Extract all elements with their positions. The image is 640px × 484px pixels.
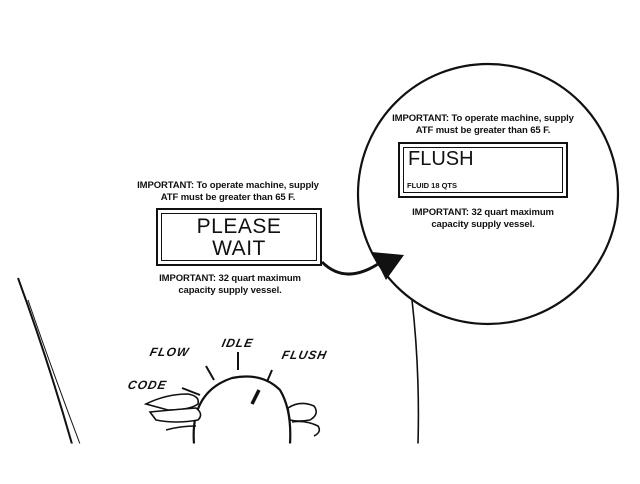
knob-label-flow[interactable]: FLOW xyxy=(148,345,191,359)
hand-left-finger-1 xyxy=(143,393,200,411)
zoom-display-sub: FLUID 18 QTS xyxy=(407,181,458,190)
left-important-top-note: IMPORTANT: To operate machine, supply AT… xyxy=(120,180,336,204)
zoom-display-title: FLUSH xyxy=(408,148,474,170)
zoom-important-top-note: IMPORTANT: To operate machine, supply AT… xyxy=(372,113,594,137)
left-important-top-line2: ATF must be greater than 65 F. xyxy=(160,192,296,203)
zoom-important-bottom-line1: IMPORTANT: 32 quart maximum xyxy=(412,207,554,218)
panel-left-edge-inner xyxy=(27,299,81,445)
hand-left-finger-3 xyxy=(165,425,197,431)
zoom-arrow-head xyxy=(372,252,404,280)
knob-pointer xyxy=(250,389,261,405)
zoom-important-top-line1: IMPORTANT: To operate machine, supply xyxy=(392,113,574,124)
tick-flow xyxy=(205,365,215,381)
left-display: PLEASE WAIT xyxy=(156,208,322,266)
left-important-bottom-line2: capacity supply vessel. xyxy=(178,285,282,296)
display-line2: WAIT xyxy=(212,237,266,260)
zoom-important-bottom-note: IMPORTANT: 32 quart maximum capacity sup… xyxy=(396,207,570,231)
left-important-top-line1: IMPORTANT: To operate machine, supply xyxy=(137,180,319,191)
zoom-important-bottom-line2: capacity supply vessel. xyxy=(431,219,535,230)
left-important-bottom-note: IMPORTANT: 32 quart maximum capacity sup… xyxy=(140,273,320,297)
panel-left-edge-outer xyxy=(17,277,73,445)
zoom-arrow-shaft xyxy=(320,260,379,276)
knob-label-code[interactable]: CODE xyxy=(126,378,169,392)
selector-knob[interactable] xyxy=(192,375,292,445)
hand-right-finger-2 xyxy=(291,420,321,437)
hand-left-finger-2 xyxy=(148,407,202,423)
display-line1: PLEASE xyxy=(196,215,282,238)
knob-label-flush[interactable]: FLUSH xyxy=(280,348,329,362)
tick-code xyxy=(181,387,201,396)
panel-right-edge xyxy=(411,299,420,445)
zoom-important-top-line2: ATF must be greater than 65 F. xyxy=(415,125,551,136)
hand-right-finger-1 xyxy=(287,402,318,422)
zoom-display: FLUSH FLUID 18 QTS xyxy=(398,142,568,198)
knob-label-idle[interactable]: IDLE xyxy=(220,336,255,350)
left-important-bottom-line1: IMPORTANT: 32 quart maximum xyxy=(159,273,301,284)
